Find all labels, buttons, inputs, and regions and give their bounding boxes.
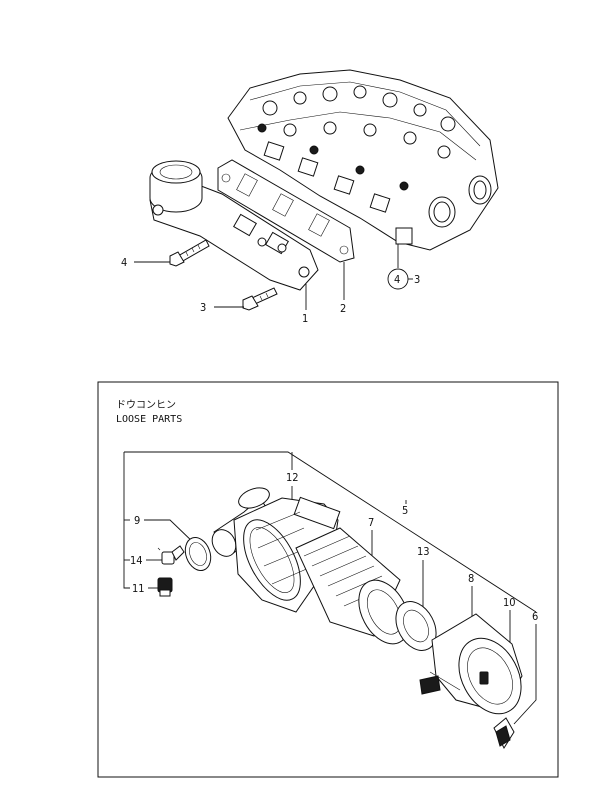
- callout-4: 4: [121, 256, 127, 269]
- filter-element-safety: [395, 601, 437, 651]
- callout-4-3-suffix: 3: [414, 273, 420, 286]
- callout-1: 1: [302, 312, 308, 325]
- callout-7: 7: [368, 516, 374, 529]
- bolt-long: [169, 239, 210, 267]
- loose-parts-label-en: LOOSE PARTS: [116, 414, 182, 425]
- callout-12: 12: [286, 471, 299, 484]
- elbow-fitting: [157, 545, 185, 565]
- callout-9: 9: [134, 514, 140, 527]
- loose-parts-label-jp: ドウコンヒン: [116, 399, 176, 411]
- callout-13: 13: [417, 545, 430, 558]
- cylinder-head-assembly: 4 3 1 2 4 3: [121, 69, 499, 325]
- callout-4-3-number: 4: [394, 273, 400, 286]
- callout-2: 2: [340, 302, 346, 315]
- callout-14: 14: [130, 554, 143, 567]
- loose-parts-box: ドウコンヒン LOOSE PARTS 12 5 7 13 8 10 6 9 14…: [97, 381, 559, 778]
- filter-element-primary: [295, 527, 410, 645]
- hose-clamp: [184, 537, 212, 571]
- callout-11: 11: [132, 582, 145, 595]
- dust-valve: [493, 717, 515, 750]
- manifold-gasket: [217, 159, 355, 263]
- rubber-cap: [157, 577, 173, 597]
- cover-clip: [479, 671, 489, 685]
- intake-manifold: [149, 160, 319, 291]
- callout-10: 10: [503, 596, 516, 609]
- callout-5: 5: [402, 504, 408, 517]
- callout-6: 6: [532, 610, 538, 623]
- cylinder-head: [227, 69, 499, 251]
- end-cover: [419, 613, 523, 715]
- callout-8: 8: [468, 572, 474, 585]
- bolt-short: [242, 287, 278, 311]
- callout-3: 3: [200, 301, 206, 314]
